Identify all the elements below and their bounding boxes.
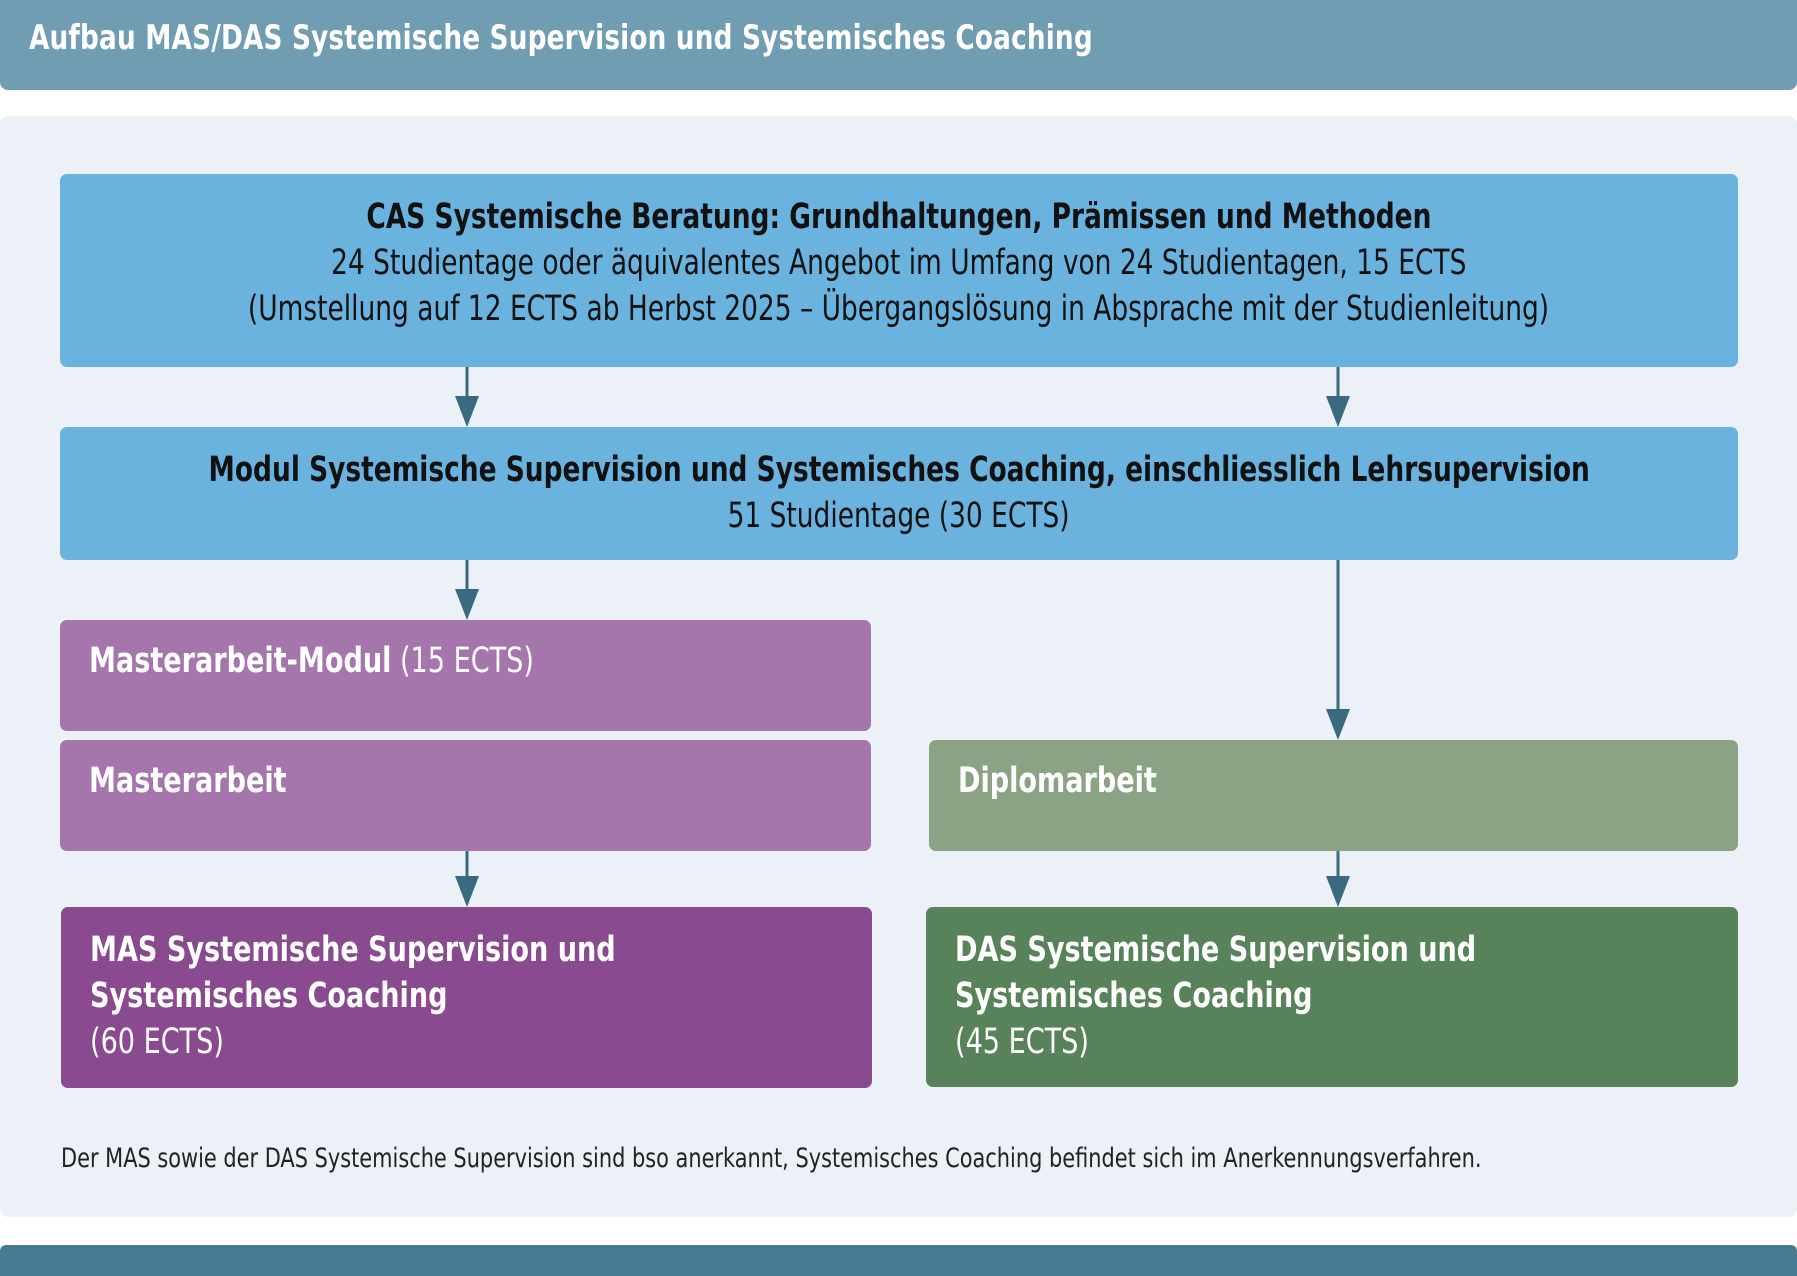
mas-line-2: Systemisches Coaching	[90, 976, 448, 1016]
bottom-bar	[0, 1245, 1797, 1276]
masterarbeit-modul-box: Masterarbeit-Modul (15 ECTS)	[60, 620, 871, 731]
masterarbeit-title: Masterarbeit	[89, 761, 287, 801]
masterarbeit-box: Masterarbeit	[60, 740, 871, 851]
cas-box: CAS Systemische Beratung: Grundhaltungen…	[60, 174, 1738, 367]
page-title: Aufbau MAS/DAS Systemische Supervision u…	[29, 18, 1093, 58]
cas-line-2: (Umstellung auf 12 ECTS ab Herbst 2025 –…	[248, 289, 1550, 329]
modul-line-1: 51 Studientage (30 ECTS)	[727, 496, 1071, 536]
das-line-2: Systemisches Coaching	[955, 976, 1313, 1016]
masterarbeit-modul-title: Masterarbeit-Modul	[89, 641, 392, 681]
cas-title: CAS Systemische Beratung: Grundhaltungen…	[366, 197, 1432, 237]
diplomarbeit-box: Diplomarbeit	[929, 740, 1738, 851]
das-ects: (45 ECTS)	[955, 1022, 1089, 1062]
mas-line-1: MAS Systemische Supervision und	[90, 930, 616, 970]
modul-title: Modul Systemische Supervision und System…	[208, 450, 1590, 490]
mas-ects: (60 ECTS)	[90, 1022, 224, 1062]
das-line-1: DAS Systemische Supervision und	[955, 930, 1477, 970]
header-bar: Aufbau MAS/DAS Systemische Supervision u…	[0, 0, 1797, 90]
modul-box: Modul Systemische Supervision und System…	[60, 427, 1738, 560]
mas-box: MAS Systemische Supervision und Systemis…	[61, 907, 872, 1088]
cas-line-1: 24 Studientage oder äquivalentes Angebot…	[331, 243, 1467, 283]
das-box: DAS Systemische Supervision und Systemis…	[926, 907, 1738, 1087]
diplomarbeit-title: Diplomarbeit	[958, 761, 1157, 801]
masterarbeit-modul-ects: (15 ECTS)	[399, 641, 534, 681]
footnote: Der MAS sowie der DAS Systemische Superv…	[61, 1143, 1482, 1174]
